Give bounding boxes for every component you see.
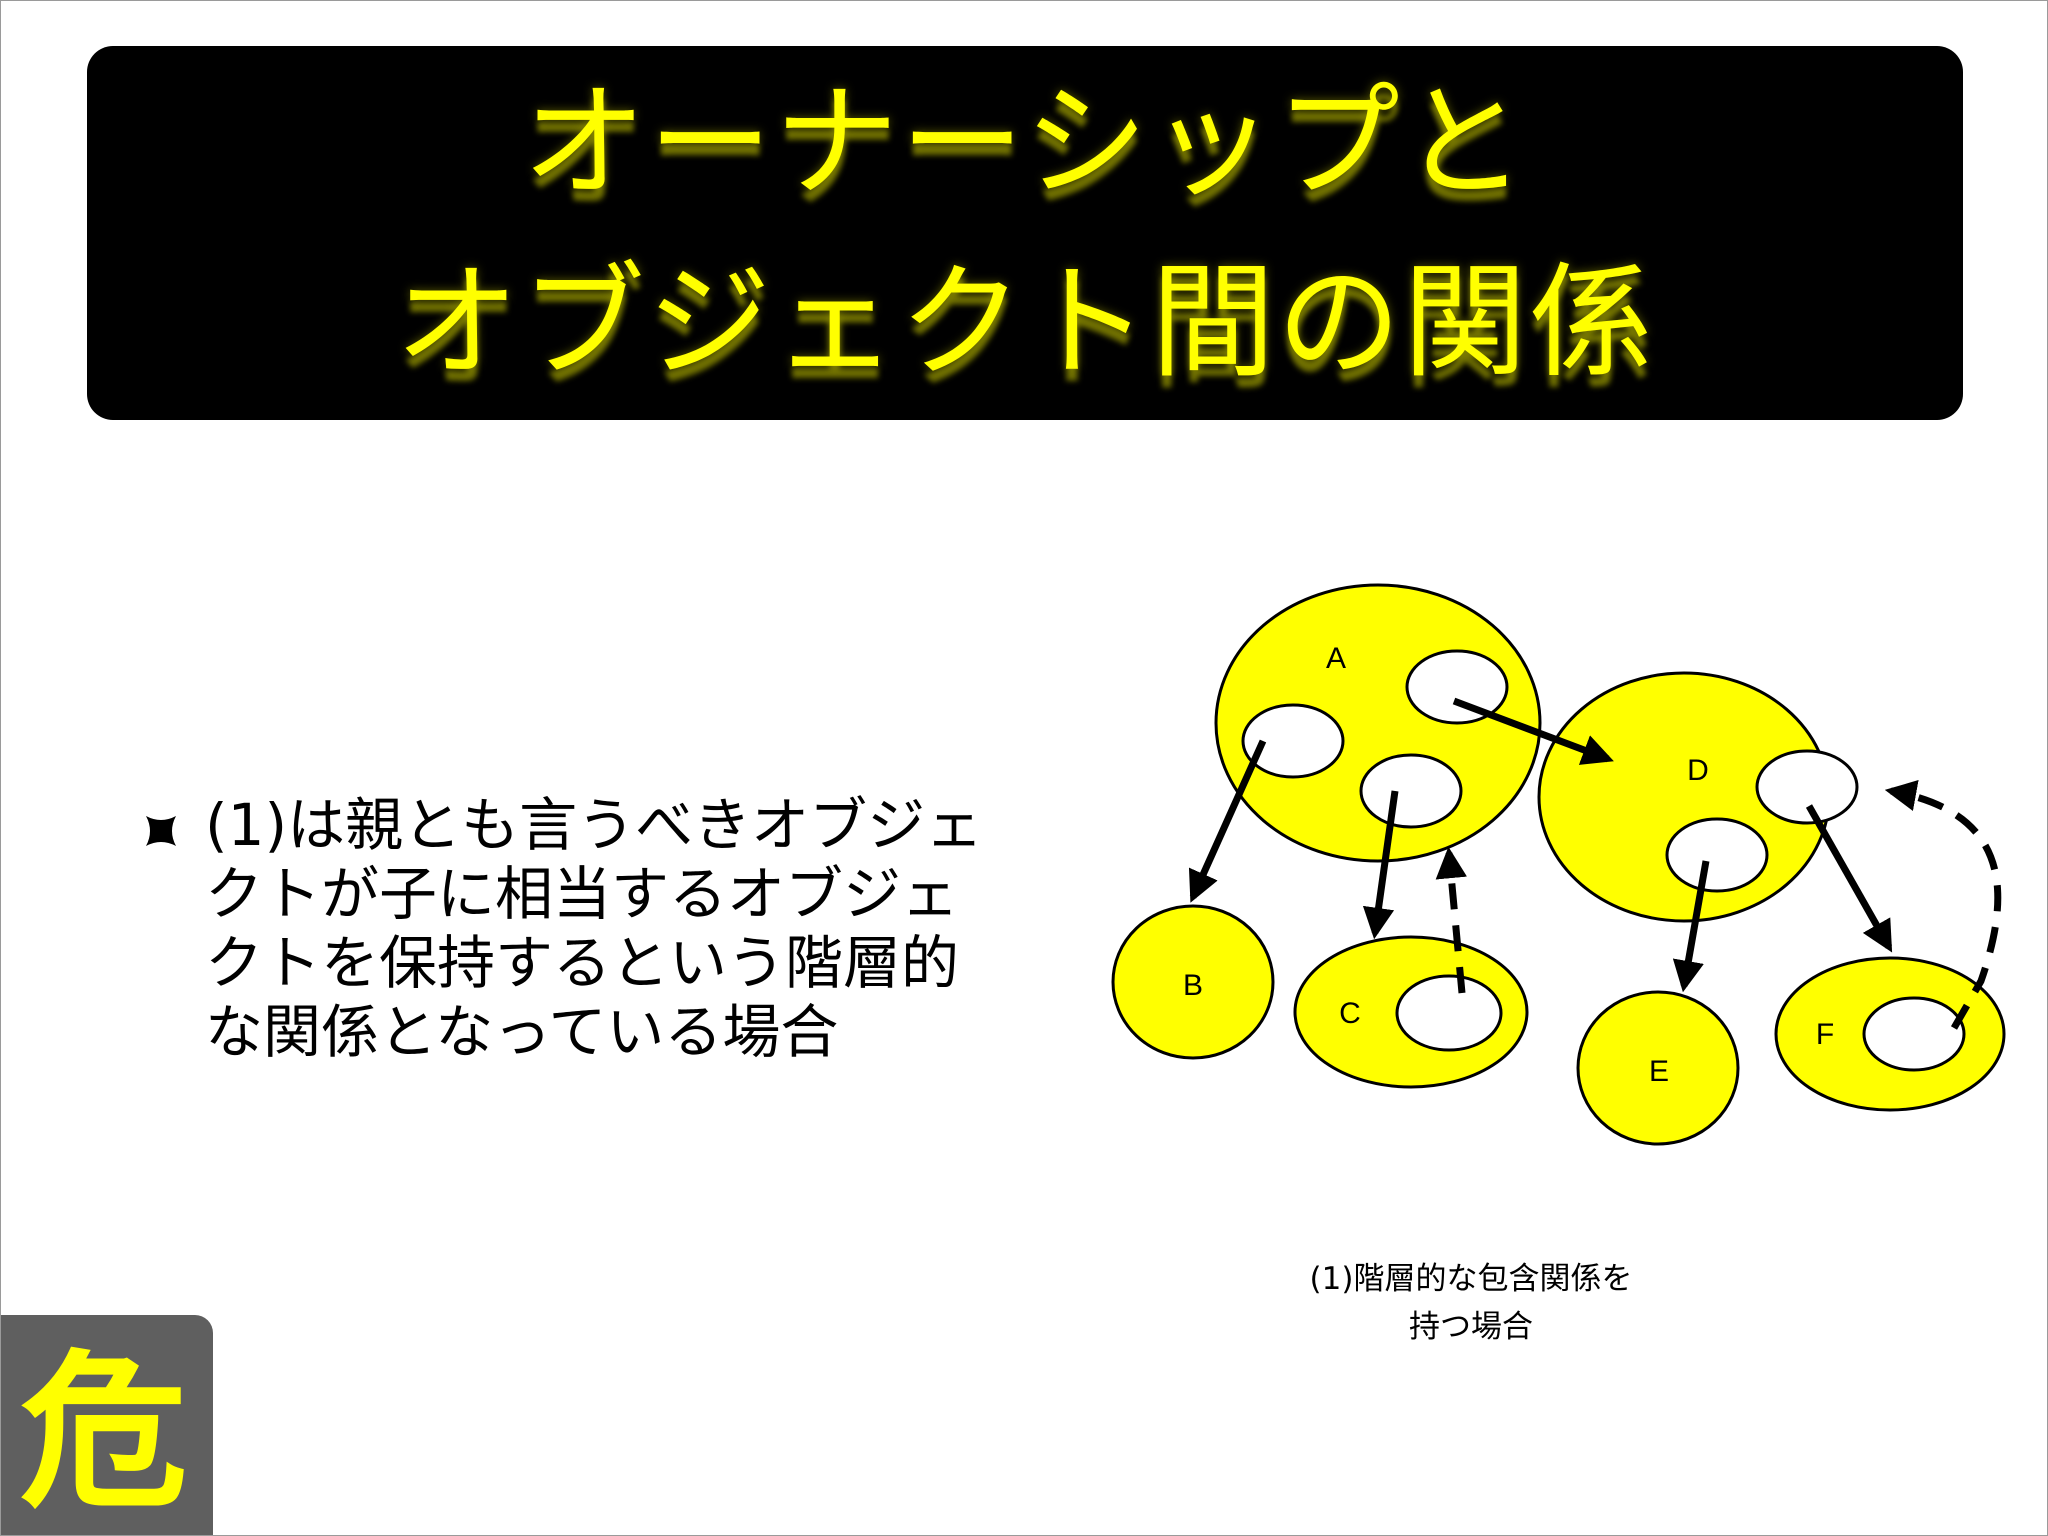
bullet-text: (1)は親とも言うべきオブジェクトが子に相当するオブジェクトを保持するという階層…	[205, 791, 984, 1066]
node-a: A	[1214, 583, 1542, 863]
node-f-slot	[1862, 996, 1966, 1072]
node-d: D	[1537, 671, 1859, 923]
node-d-slot-1	[1755, 749, 1859, 825]
node-c-slot	[1395, 974, 1503, 1052]
arrow-a-to-d	[1452, 697, 1614, 765]
arrow-a-to-c	[1362, 790, 1399, 940]
node-a-slot-1	[1241, 703, 1345, 779]
bullet-icon	[146, 816, 176, 846]
node-b: B	[1111, 904, 1275, 1060]
arrow-a-to-b	[1188, 739, 1267, 903]
containment-diagram: A D B C E F	[1111, 583, 2006, 1146]
dashed-arrow-c-to-a	[1435, 846, 1468, 994]
node-e-ellipse	[1576, 990, 1740, 1146]
node-e: E	[1576, 990, 1740, 1146]
title-line-2: オブジェクト間の関係	[394, 251, 1655, 395]
node-c: C	[1293, 935, 1529, 1089]
node-d-slot-2	[1665, 817, 1769, 893]
caption-line-2: 持つ場合	[1409, 1309, 1533, 1345]
node-e-label: E	[1649, 1055, 1669, 1088]
node-f-label: F	[1816, 1018, 1834, 1051]
arrow-d-to-f	[1805, 804, 1893, 953]
node-a-slot-2	[1405, 649, 1509, 725]
node-f: F	[1774, 956, 2006, 1112]
diagram-caption: (1)階層的な包含関係を 持つ場合	[1231, 1255, 1711, 1351]
node-a-label: A	[1326, 642, 1346, 675]
warning-icon: 危	[20, 1335, 188, 1531]
node-c-label: C	[1339, 997, 1361, 1030]
node-d-label: D	[1687, 754, 1709, 787]
title-line-1: オーナーシップと	[522, 71, 1528, 215]
title-banner: オーナーシップと オブジェクト間の関係	[87, 46, 1963, 420]
arrow-d-to-e	[1672, 860, 1710, 993]
dashed-arrow-f-to-d	[1884, 780, 2002, 1030]
node-b-ellipse	[1111, 904, 1275, 1060]
warning-badge: 危	[1, 1315, 213, 1535]
node-b-label: B	[1183, 969, 1203, 1002]
node-a-slot-3	[1359, 753, 1463, 829]
caption-line-1: (1)階層的な包含関係を	[1309, 1261, 1633, 1297]
